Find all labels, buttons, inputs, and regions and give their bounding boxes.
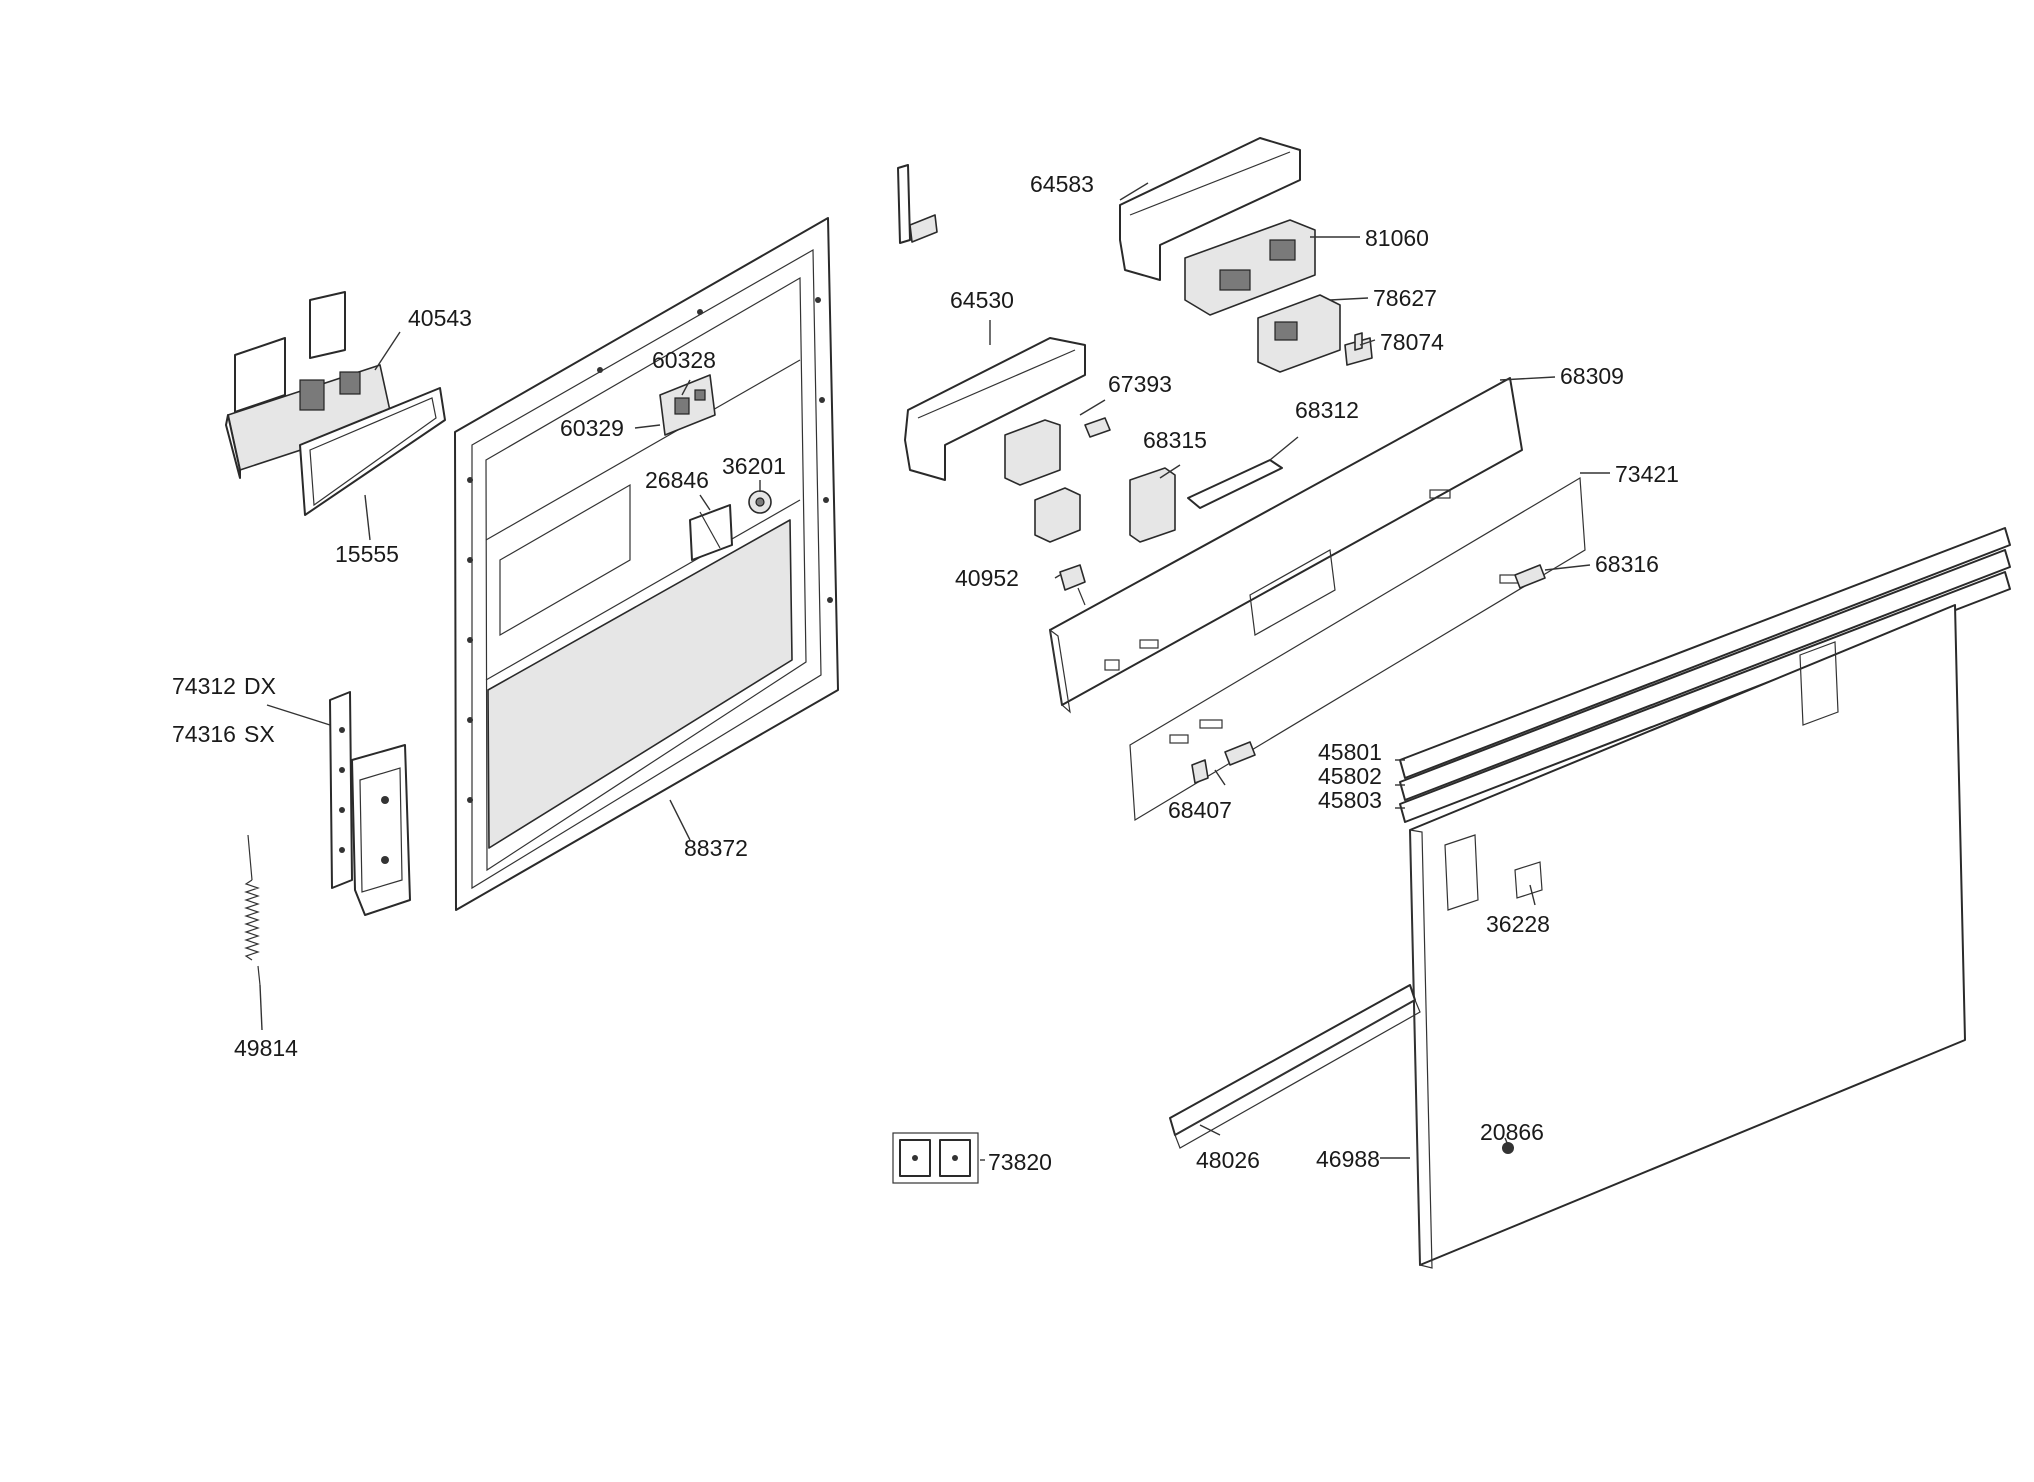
label-45803: 45803 <box>1318 787 1382 813</box>
dispenser-gasket <box>299 387 446 516</box>
mounting-plates <box>892 1132 979 1184</box>
label-74316-side: SX <box>244 721 275 747</box>
label-74312: 74312 <box>172 673 236 699</box>
clip-part <box>897 164 938 244</box>
inner-door-panel <box>454 217 839 911</box>
label-88372: 88372 <box>684 835 748 861</box>
door-spring <box>244 834 261 986</box>
label-40543: 40543 <box>408 305 472 331</box>
label-36201: 36201 <box>722 453 786 479</box>
label-68312: 68312 <box>1295 397 1359 423</box>
knob <box>748 490 772 514</box>
label-67393: 67393 <box>1108 371 1172 397</box>
label-74312-side: DX <box>244 673 276 699</box>
switch-block <box>1004 417 1111 543</box>
label-68316: 68316 <box>1595 551 1659 577</box>
panel-strip <box>1187 459 1283 509</box>
push-buttons <box>1191 564 1546 784</box>
label-46988: 46988 <box>1316 1146 1380 1172</box>
door-latch <box>659 374 716 436</box>
label-49814: 49814 <box>234 1035 298 1061</box>
bottom-rail <box>1169 984 1421 1149</box>
module-box <box>1257 294 1341 373</box>
label-48026: 48026 <box>1196 1147 1260 1173</box>
small-clips <box>1344 332 1373 366</box>
label-20866: 20866 <box>1480 1119 1544 1145</box>
outer-door-panel <box>1409 604 1966 1269</box>
label-26846: 26846 <box>645 467 709 493</box>
label-78074: 78074 <box>1380 329 1444 355</box>
control-panel <box>1049 377 1523 714</box>
label-74316: 74316 <box>172 721 236 747</box>
label-64530: 64530 <box>950 287 1014 313</box>
label-68309: 68309 <box>1560 363 1624 389</box>
leader-lines <box>259 182 1610 1161</box>
bracket <box>689 504 733 561</box>
label-40952: 40952 <box>955 565 1019 591</box>
label-73421: 73421 <box>1615 461 1679 487</box>
switch-housing <box>1129 467 1176 543</box>
control-overlay <box>1129 476 1586 822</box>
label-78627: 78627 <box>1373 285 1437 311</box>
part-labels: 64583 81060 78627 78074 64530 67393 6830… <box>172 171 1679 1175</box>
door-strips <box>1399 527 2011 823</box>
label-68407: 68407 <box>1168 797 1232 823</box>
label-81060: 81060 <box>1365 225 1429 251</box>
label-64583: 64583 <box>1030 171 1094 197</box>
label-36228: 36228 <box>1486 911 1550 937</box>
label-60329: 60329 <box>560 415 624 441</box>
hinge-assembly <box>329 691 411 916</box>
panel-cover <box>904 337 1086 481</box>
label-15555: 15555 <box>335 541 399 567</box>
control-cover-top <box>1119 137 1301 281</box>
label-73820: 73820 <box>988 1149 1052 1175</box>
connector <box>1059 564 1086 606</box>
label-45801: 45801 <box>1318 739 1382 765</box>
electronic-module <box>1184 219 1316 316</box>
label-45802: 45802 <box>1318 763 1382 789</box>
label-68315: 68315 <box>1143 427 1207 453</box>
label-60328: 60328 <box>652 347 716 373</box>
detergent-dispenser <box>225 291 393 479</box>
